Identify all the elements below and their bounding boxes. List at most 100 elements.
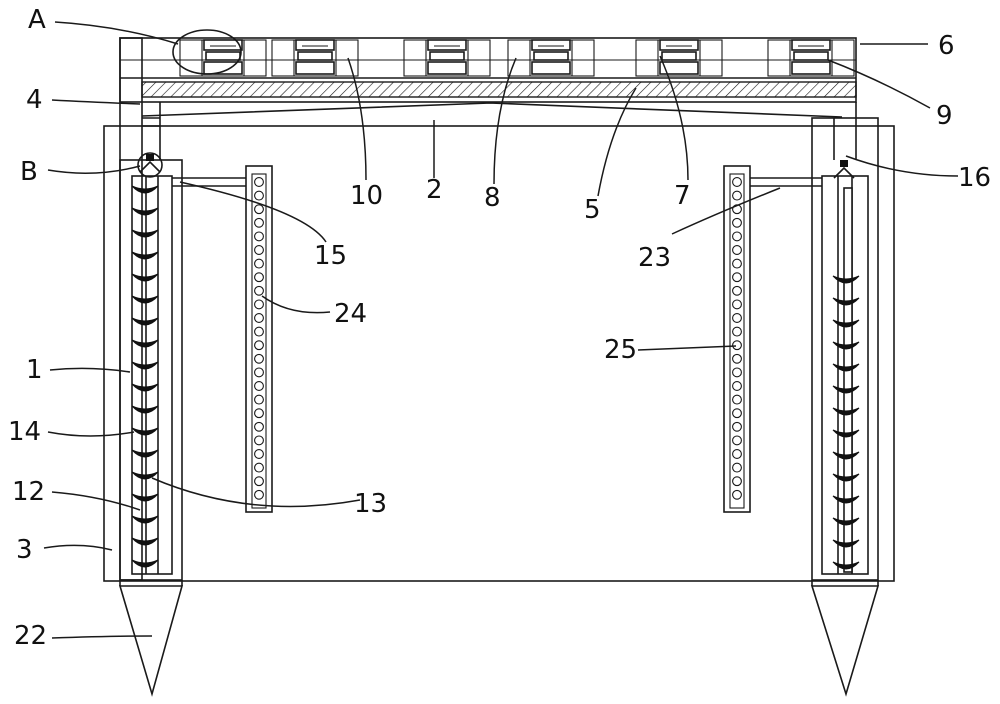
screw-flight [131,471,159,480]
spring-coil [429,51,465,61]
label-14: 14 [8,417,41,447]
screw-flight [832,319,860,328]
hole [254,353,264,364]
spring-base [791,61,831,75]
left-screw [131,185,159,568]
screw-flight [131,273,159,282]
label-13: 13 [354,489,387,519]
spring-coil [533,51,569,61]
screw-flight [131,295,159,304]
spring-base [295,61,335,75]
hole [254,489,264,500]
screw-flight [131,361,159,370]
hole [254,381,264,391]
label-b: B [20,157,38,187]
screw-flight [131,317,159,326]
hole [732,177,742,187]
spring-base [659,61,699,75]
hole [254,367,264,378]
spring-coil [661,51,697,61]
label-8: 8 [484,183,501,213]
label-6: 6 [938,31,955,61]
screw-flight [131,207,159,216]
hole [254,272,264,283]
screw-flight [131,559,159,568]
screw-flight [131,251,159,260]
screw-flight [832,341,860,350]
spring-coil [793,51,829,61]
hole [254,449,264,459]
label-12: 12 [12,477,45,507]
screw-flight [131,537,159,546]
hole [254,231,264,242]
label-2: 2 [426,175,443,205]
hole [732,245,742,255]
label-3: 3 [16,535,33,565]
outer-frame [103,125,895,582]
spring-coil [297,51,333,61]
hole [732,367,742,378]
hole [254,435,264,446]
label-4: 4 [26,85,43,115]
spring-cap [659,39,699,51]
label-7: 7 [674,181,691,211]
screw-flight [131,427,159,436]
screw-flight [832,517,860,526]
spring-base [203,61,243,75]
hole [254,217,264,228]
hole [732,394,742,405]
hole [254,177,264,187]
screw-flight [131,405,159,414]
hole [732,272,742,283]
hole [732,489,742,500]
hole [732,381,742,391]
top-blocks [179,39,855,77]
hole [254,462,264,473]
label-25: 25 [604,335,637,365]
label-1: 1 [26,355,43,385]
screw-flight [832,407,860,416]
spring-base [531,61,571,75]
label-a: A [28,5,46,35]
spring-base [427,61,467,75]
callout-labels: A 4 B 1 14 12 3 22 15 24 13 10 2 8 5 7 2… [8,5,991,651]
hole [732,313,742,323]
spring-cap [531,39,571,51]
hole [254,326,264,337]
hole [254,313,264,323]
hatched-strip [141,81,857,98]
hole [732,285,742,296]
hole [254,190,264,201]
screw-flight [131,449,159,458]
hole [254,299,264,310]
hole [732,299,742,310]
detail-circle-b [137,152,163,178]
screw-flight [832,473,860,482]
screw-flight [832,297,860,306]
label-16: 16 [958,163,991,193]
label-10: 10 [350,181,383,211]
right-arm [750,177,822,187]
hole [732,435,742,446]
hole [254,340,264,351]
label-23: 23 [638,243,671,273]
hole [732,449,742,459]
screw-flight [832,495,860,504]
hole [732,340,742,351]
screw-flight [131,383,159,392]
screw-flight [832,539,860,548]
spring-cap [791,39,831,51]
hole [732,190,742,201]
spring-cap [295,39,335,51]
right-nut [833,160,855,179]
hole [732,217,742,228]
left-perforated-bar [245,165,273,513]
right-screw [832,275,860,570]
hole [254,421,264,432]
hole [732,353,742,364]
hole [254,245,264,255]
right-spike [810,585,880,697]
screw-flight [832,561,860,570]
left-spike [118,585,184,697]
hole [254,476,264,487]
